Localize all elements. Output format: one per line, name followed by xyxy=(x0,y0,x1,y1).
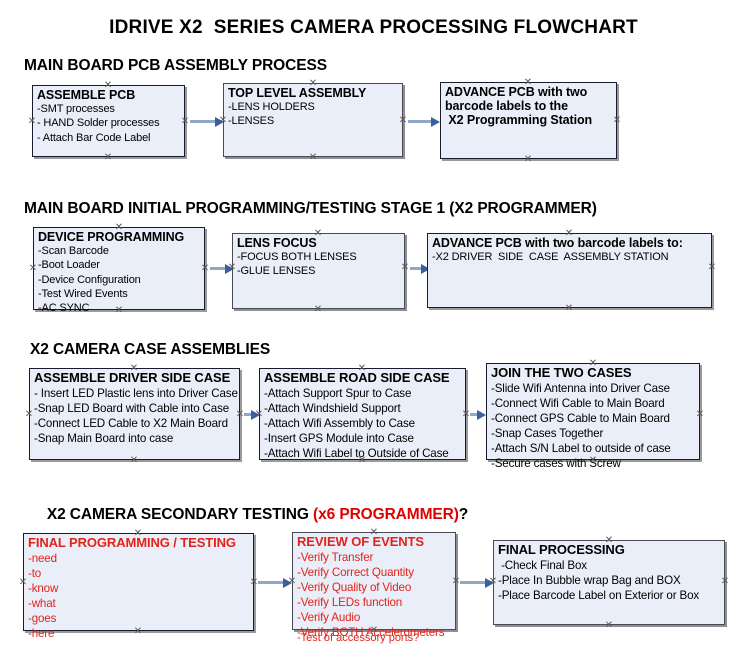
box-line: -Check Final Box xyxy=(498,558,587,572)
box-title: ADVANCE PCB with two barcode labels to: xyxy=(432,236,683,250)
box-advance-pcb-2[interactable]: ADVANCE PCB with two barcode labels to: … xyxy=(427,233,712,308)
box-assemble-road-side-case[interactable]: ASSEMBLE ROAD SIDE CASE -Attach Support … xyxy=(259,368,466,460)
connector-arrow xyxy=(244,409,260,420)
box-title: FINAL PROGRAMMING / TESTING xyxy=(28,535,236,550)
box-line: -GLUE LENSES xyxy=(237,265,316,278)
box-title: ASSEMBLE ROAD SIDE CASE xyxy=(264,370,450,385)
box-line: -Place Barcode Label on Exterior or Box xyxy=(498,588,700,602)
box-line: - Attach Bar Code Label xyxy=(37,131,151,144)
box-line: -Verify LEDs function xyxy=(297,595,403,609)
section-heading-4-suffix: ? xyxy=(458,506,469,523)
connector-arrow xyxy=(460,577,494,588)
box-title: FINAL PROCESSING xyxy=(498,542,625,557)
box-line: -Connect GPS Cable to Main Board xyxy=(491,411,670,425)
box-final-programming-testing[interactable]: FINAL PROGRAMMING / TESTING -need -to -k… xyxy=(23,533,254,640)
box-line: -SMT processes xyxy=(37,103,115,115)
box-line: -goes xyxy=(28,611,57,625)
box-line: -LENS HOLDERS xyxy=(228,101,315,113)
box-line: -Verify Audio xyxy=(297,610,361,624)
box-final-processing[interactable]: FINAL PROCESSING -Check Final Box -Place… xyxy=(493,540,725,625)
box-line: -Attach S/N Label to outside of case xyxy=(491,441,671,455)
box-line: - Insert LED Plastic lens into Driver Ca… xyxy=(34,386,238,400)
box-line: -Attach Windshield Support xyxy=(264,401,401,415)
box-line: -Connect Wifi Cable to Main Board xyxy=(491,396,665,410)
box-line: -Snap Cases Together xyxy=(491,426,604,440)
box-title: ASSEMBLE DRIVER SIDE CASE xyxy=(34,370,231,385)
connector-arrow xyxy=(410,263,430,274)
box-line: -need xyxy=(28,551,57,565)
box-line: -Connect LED Cable to X2 Main Board xyxy=(34,416,228,430)
box-line: -FOCUS BOTH LENSES xyxy=(237,251,357,263)
box-line: -Place In Bubble wrap Bag and BOX xyxy=(498,573,681,587)
box-line: -Snap Main Board into case xyxy=(34,431,174,445)
box-title: REVIEW OF EVENTS xyxy=(297,534,424,549)
box-overflow-line: -Test of accessory ports? xyxy=(297,632,420,644)
box-title: ASSEMBLE PCB xyxy=(37,88,136,102)
box-line: -to xyxy=(28,566,42,580)
section-heading-1: MAIN BOARD PCB ASSEMBLY PROCESS xyxy=(24,57,327,74)
box-line: -Scan Barcode xyxy=(38,245,109,257)
box-line: -Insert GPS Module into Case xyxy=(264,431,414,445)
section-heading-4-text: X2 CAMERA SECONDARY TESTING xyxy=(46,506,314,523)
box-join-the-two-cases[interactable]: JOIN THE TWO CASES -Slide Wifi Antenna i… xyxy=(486,363,700,470)
box-line: - HAND Solder processes xyxy=(37,117,160,130)
box-title: ADVANCE PCB with two xyxy=(445,85,588,99)
box-line: -Verify Correct Quantity xyxy=(297,565,414,579)
box-line: -Verify Transfer xyxy=(297,550,374,564)
box-title: DEVICE PROGRAMMING xyxy=(38,230,185,244)
connector-arrow xyxy=(258,577,292,588)
connector-arrow xyxy=(470,409,486,420)
box-line: -Snap LED Board with Cable into Case xyxy=(34,401,230,415)
box-line: -here xyxy=(28,626,55,640)
box-line: -Slide Wifi Antenna into Driver Case xyxy=(491,381,670,395)
box-line: -know xyxy=(28,581,59,595)
box-title-line3: X2 Programming Station xyxy=(445,113,593,127)
box-line: -Verify Quality of Video xyxy=(297,580,412,594)
box-top-level-assembly[interactable]: TOP LEVEL ASSEMBLY -LENS HOLDERS -LENSES xyxy=(223,83,403,157)
box-line: -X2 DRIVER SIDE CASE ASSEMBLY STATION xyxy=(432,251,669,263)
box-title-line2: barcode labels to the xyxy=(445,99,568,113)
box-line: -Verify BOTH Accelerometers xyxy=(297,625,445,639)
box-line: -Test Wired Events xyxy=(38,287,128,300)
section-heading-4-red: (x6 PROGRAMMER) xyxy=(313,506,459,523)
box-line: -Attach Wifi Label to Outside of Case xyxy=(264,446,449,460)
box-line: -Device Configuration xyxy=(38,273,141,286)
box-assemble-driver-side-case[interactable]: ASSEMBLE DRIVER SIDE CASE - Insert LED P… xyxy=(29,368,240,460)
page-title: IDRIVE X2 SERIES CAMERA PROCESSING FLOWC… xyxy=(109,17,638,38)
connector-arrow xyxy=(210,263,234,274)
connector-arrow xyxy=(408,116,440,127)
box-line: -LENSES xyxy=(228,115,275,128)
box-line: -Secure cases with Screw xyxy=(491,456,621,470)
box-lens-focus[interactable]: LENS FOCUS -FOCUS BOTH LENSES -GLUE LENS… xyxy=(232,233,405,309)
box-title: TOP LEVEL ASSEMBLY xyxy=(228,86,367,100)
box-title: JOIN THE TWO CASES xyxy=(491,365,632,380)
box-review-of-events[interactable]: REVIEW OF EVENTS -Verify Transfer -Verif… xyxy=(292,532,456,644)
box-advance-pcb-1[interactable]: ADVANCE PCB with two barcode labels to t… xyxy=(440,82,617,159)
section-heading-4: X2 CAMERA SECONDARY TESTING (x6 PROGRAMM… xyxy=(30,488,468,542)
connector-arrow xyxy=(190,116,224,127)
box-line: -what xyxy=(28,596,56,610)
box-line: -AC SYNC xyxy=(38,302,90,315)
section-heading-2: MAIN BOARD INITIAL PROGRAMMING/TESTING S… xyxy=(24,200,597,217)
box-line: -Attach Support Spur to Case xyxy=(264,386,412,400)
box-title: LENS FOCUS xyxy=(237,236,317,250)
box-device-programming[interactable]: DEVICE PROGRAMMING -Scan Barcode -Boot L… xyxy=(33,227,205,314)
section-heading-3: X2 CAMERA CASE ASSEMBLIES xyxy=(30,341,271,358)
box-line: -Attach Wifi Assembly to Case xyxy=(264,416,415,430)
box-assemble-pcb[interactable]: ASSEMBLE PCB -SMT processes - HAND Solde… xyxy=(32,85,185,157)
box-line: -Boot Loader xyxy=(38,259,100,272)
